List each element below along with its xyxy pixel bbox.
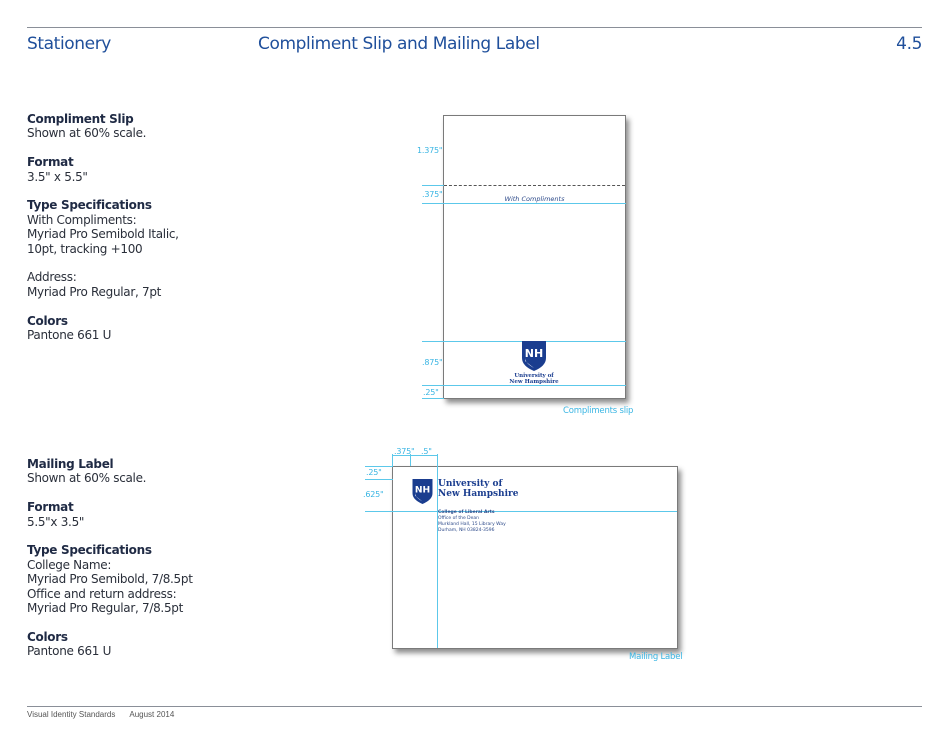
- guide-line: [365, 511, 677, 512]
- spec-colors-value: Pantone 661 U: [27, 644, 112, 659]
- logo-line: New Hampshire: [509, 379, 559, 385]
- spec-format-value: 5.5"x 3.5": [27, 514, 85, 529]
- guide-line: [392, 455, 438, 456]
- spec-type-line: Myriad Pro Semibold Italic,: [27, 227, 179, 242]
- unh-shield-icon: NH: [412, 479, 433, 504]
- spec-colors-value: Pantone 661 U: [27, 328, 112, 343]
- footer: Visual Identity Standards August 2014: [27, 710, 174, 719]
- guide-line: [365, 466, 393, 467]
- dimension-label: .625": [363, 490, 384, 499]
- compliment-slip-specs: Compliment Slip Shown at 60% scale. Form…: [27, 112, 179, 342]
- spec-type-line: Myriad Pro Semibold, 7/8.5pt: [27, 572, 193, 587]
- svg-text:NH: NH: [525, 347, 543, 360]
- spec-type-line: College Name:: [27, 557, 112, 572]
- spec-title: Mailing Label: [27, 457, 114, 471]
- slip-logo-text: University of New Hampshire: [494, 373, 574, 385]
- address-line: Durham, NH 03824-3596: [438, 528, 495, 533]
- return-address: College of Liberal Arts Office of the De…: [438, 510, 506, 534]
- spec-type-heading: Type Specifications: [27, 198, 152, 213]
- dimension-label: .25": [366, 468, 382, 477]
- spec-type-line: Office and return address:: [27, 586, 177, 601]
- logo-line: New Hampshire: [438, 489, 519, 499]
- dimension-label: .875": [422, 358, 443, 367]
- dimension-label: .5": [421, 447, 432, 456]
- guide-line: [437, 454, 438, 648]
- footer-publication: Visual Identity Standards: [27, 710, 116, 719]
- label-logo-text: University of New Hampshire: [438, 479, 518, 499]
- logo-line: University of: [438, 479, 503, 489]
- mailing-label-specs: Mailing Label Shown at 60% scale. Format…: [27, 457, 193, 659]
- college-name: College of Liberal Arts: [438, 510, 495, 515]
- logo-line: University of: [514, 373, 554, 379]
- mailing-label-card: [392, 466, 678, 649]
- fold-dashed-line: [444, 185, 625, 186]
- spec-address-line: Myriad Pro Regular, 7pt: [27, 284, 162, 299]
- header-rule: [27, 27, 922, 28]
- guide-line: [422, 398, 444, 399]
- with-compliments-text: With Compliments: [504, 195, 565, 203]
- guide-line: [392, 454, 393, 467]
- guide-line: [422, 203, 626, 204]
- unh-shield-icon: NH: [522, 341, 546, 371]
- spec-title: Compliment Slip: [27, 112, 134, 126]
- page-title: Compliment Slip and Mailing Label: [258, 34, 540, 54]
- guide-line: [422, 185, 444, 186]
- spec-scale-note: Shown at 60% scale.: [27, 126, 147, 141]
- spec-type-line: 10pt, tracking +100: [27, 241, 143, 256]
- spec-colors-heading: Colors: [27, 629, 68, 644]
- address-line: Office of the Dean: [438, 516, 479, 521]
- dimension-label: .25": [423, 388, 439, 397]
- spec-colors-heading: Colors: [27, 313, 68, 328]
- spec-format-value: 3.5" x 5.5": [27, 169, 88, 184]
- guide-line: [410, 454, 411, 466]
- spec-format-heading: Format: [27, 500, 74, 515]
- dimension-label: 1.375": [417, 146, 443, 155]
- spec-type-line: With Compliments:: [27, 212, 137, 227]
- spec-address-line: Address:: [27, 270, 77, 285]
- address-line: Murkland Hall, 15 Library Way: [438, 522, 506, 527]
- footer-date: August 2014: [129, 710, 175, 719]
- spec-format-heading: Format: [27, 155, 74, 170]
- guide-line: [365, 479, 393, 480]
- spec-scale-note: Shown at 60% scale.: [27, 471, 147, 486]
- spec-type-line: Myriad Pro Regular, 7/8.5pt: [27, 601, 183, 616]
- mailing-label-caption: Mailing Label: [629, 652, 683, 662]
- compliment-slip-caption: Compliments slip: [563, 406, 634, 416]
- dimension-label: .375": [422, 190, 443, 199]
- spec-type-heading: Type Specifications: [27, 543, 152, 558]
- page-number: 4.5: [896, 34, 922, 54]
- dimension-label: .375": [394, 447, 415, 456]
- guide-line: [422, 385, 626, 386]
- section-title: Stationery: [27, 34, 111, 54]
- footer-rule: [27, 706, 922, 707]
- svg-text:NH: NH: [415, 484, 430, 495]
